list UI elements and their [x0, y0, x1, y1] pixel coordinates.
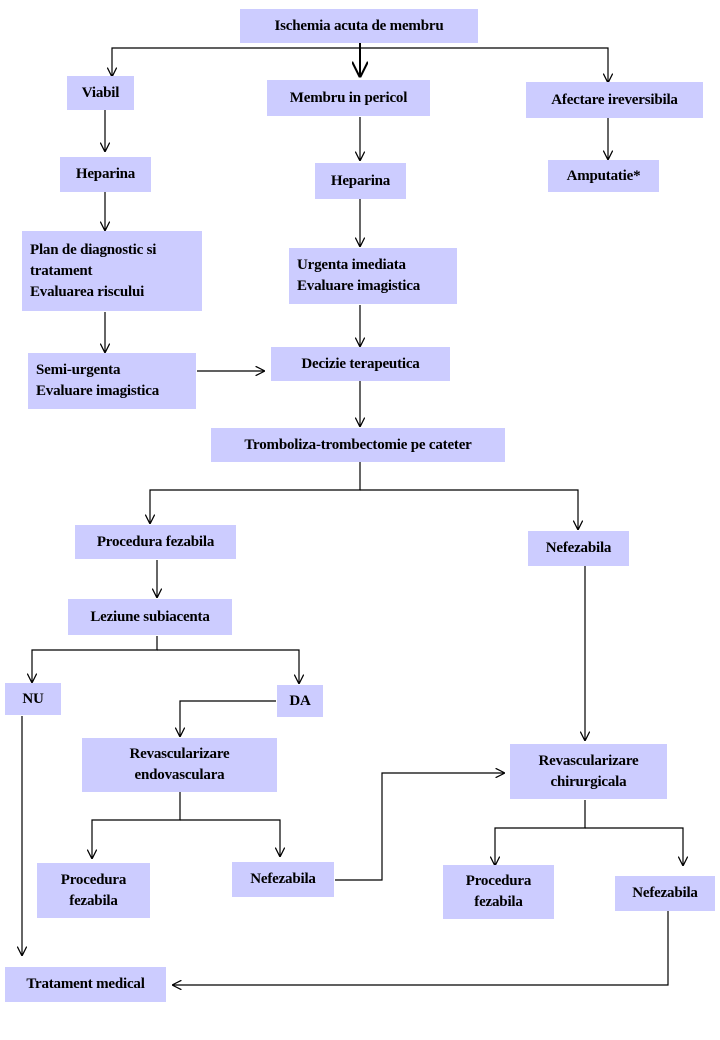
node-amputatie-label: Amputatie* [566, 167, 641, 184]
node-viabil: Viabil [67, 76, 134, 110]
node-decizie-label: Decizie terapeutica [301, 355, 420, 372]
node-ischemia-acuta: Ischemia acuta de membru [240, 9, 478, 43]
node-da: DA [277, 685, 323, 717]
node-chir-fezabila-line-1: Procedura [465, 873, 532, 889]
node-tratament-label: Tratament medical [26, 976, 145, 992]
node-endo-procedura-fezabila: Procedura fezabila [37, 863, 150, 918]
node-procedura-fezabila-label: Procedura fezabila [96, 533, 215, 550]
arrow-revasc-chir-to-nefezabila [585, 827, 683, 865]
node-tromboliza: Tromboliza-trombectomie pe cateter [211, 428, 505, 462]
node-procedura-fezabila: Procedura fezabila [75, 525, 236, 559]
arrow-leziune-to-da [157, 649, 299, 683]
node-endo-nefezabila: Nefezabila [232, 862, 334, 897]
arrow-tromboliza-to-procedura [150, 462, 361, 523]
node-plan-diagnostic: Plan de diagnostic si tratament Evaluare… [22, 231, 202, 311]
arrow-root-to-viabil [112, 47, 360, 76]
node-decizie-terapeutica: Decizie terapeutica [271, 347, 450, 381]
node-leziune-label: Leziune subiacenta [90, 608, 210, 625]
node-plan-line-3: Evaluarea riscului [30, 283, 145, 300]
node-chir-nefezabila-label: Nefezabila [632, 885, 698, 901]
node-membru-in-pericol: Membru in pericol [267, 80, 430, 116]
node-endo-nefezabila-label: Nefezabila [250, 871, 316, 887]
node-heparina-left: Heparina [60, 157, 151, 192]
arrow-da-to-revasc-endo [180, 700, 276, 736]
node-chir-procedura-fezabila: Procedura fezabila [443, 865, 554, 919]
node-revascularizare-chirurgicala: Revascularizare chirurgicala [510, 744, 667, 799]
node-plan-line-1: Plan de diagnostic si [30, 241, 157, 258]
node-revasc-endo-line-2: endovasculara [134, 767, 225, 783]
node-tromboliza-label: Tromboliza-trombectomie pe cateter [244, 436, 472, 453]
node-plan-line-2: tratament [30, 262, 93, 279]
node-endo-fezabila-line-2: fezabila [69, 892, 118, 909]
arrow-chir-nefezabila-to-tratament [173, 911, 669, 985]
node-nu: NU [5, 683, 61, 715]
node-heparina-left-label: Heparina [75, 166, 136, 182]
arrow-endo-nefezabila-to-revasc-chir [335, 773, 504, 881]
node-endo-fezabila-line-1: Procedura [60, 871, 127, 888]
node-semi-urgenta: Semi-urgenta Evaluare imagistica [28, 353, 196, 409]
node-nefezabila-right: Nefezabila [528, 531, 629, 566]
node-revasc-chir-line-2: chirurgicala [550, 773, 627, 790]
node-revasc-chir-line-1: Revascularizare [538, 752, 639, 769]
node-revascularizare-endovasculara: Revascularizare endovasculara [82, 738, 277, 792]
node-afectare-ireversibila: Afectare ireversibila [526, 82, 703, 118]
node-leziune-subiacenta: Leziune subiacenta [68, 599, 232, 635]
node-urgenta-imediata: Urgenta imediata Evaluare imagistica [289, 248, 457, 304]
node-urgenta-line-2: Evaluare imagistica [297, 278, 420, 294]
arrow-root-to-ireversibil [360, 47, 608, 82]
node-viabil-label: Viabil [81, 84, 120, 101]
node-da-label: DA [289, 692, 311, 709]
node-membru-in-pericol-label: Membru in pericol [289, 89, 408, 106]
node-revasc-endo-line-1: Revascularizare [129, 746, 230, 762]
arrow-revasc-chir-to-options [495, 800, 586, 865]
node-nu-label: NU [22, 690, 44, 707]
node-ischemia-acuta-label: Ischemia acuta de membru [274, 17, 444, 34]
node-semiurgenta-line-2: Evaluare imagistica [36, 383, 159, 399]
arrow-leziune-to-nu [32, 636, 158, 682]
node-nefezabila-right-label: Nefezabila [545, 540, 612, 556]
node-urgenta-line-1: Urgenta imediata [297, 257, 406, 273]
node-heparina-mid: Heparina [315, 163, 406, 199]
node-semiurgenta-line-1: Semi-urgenta [36, 362, 121, 378]
node-tratament-medical: Tratament medical [5, 967, 166, 1002]
arrow-revasc-endo-to-nefezabila [180, 819, 280, 856]
arrow-revasc-endo-to-options [92, 792, 181, 858]
node-afectare-ireversibila-label: Afectare ireversibila [551, 91, 678, 108]
arrow-tromboliza-to-nefezabila [360, 489, 578, 529]
node-heparina-mid-label: Heparina [330, 172, 391, 189]
node-chir-fezabila-line-2: fezabila [474, 894, 523, 910]
node-chir-nefezabila: Nefezabila [615, 876, 715, 911]
node-amputatie: Amputatie* [548, 160, 659, 192]
